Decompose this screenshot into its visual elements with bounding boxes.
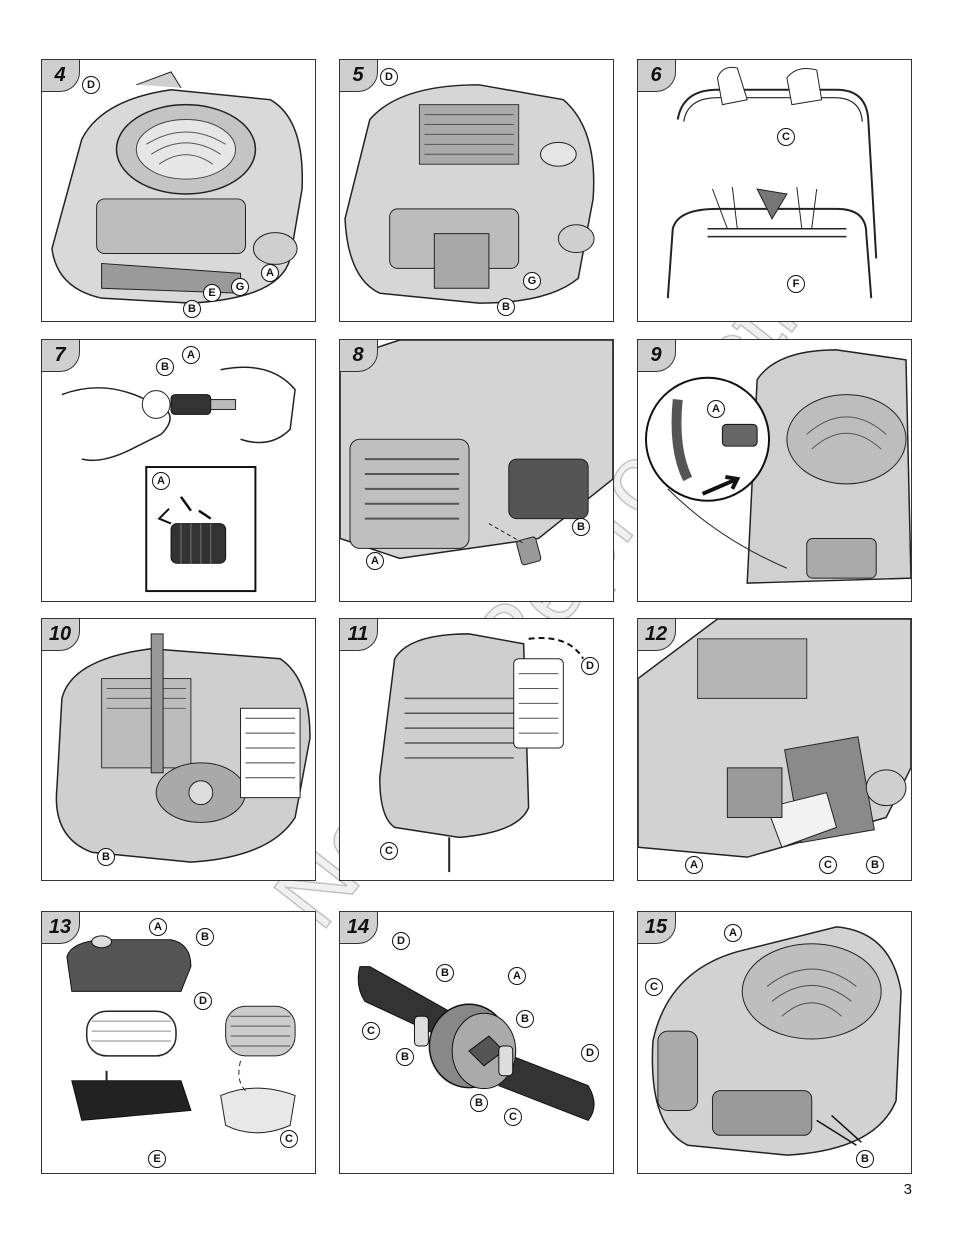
fuel-fitting-illustration <box>644 349 911 584</box>
callout-label: A <box>508 967 526 985</box>
callout-label: C <box>504 1108 522 1126</box>
muffler-illustration <box>340 340 613 566</box>
engine-illustration <box>51 71 304 304</box>
callout-label: B <box>497 298 515 316</box>
callout-label: B <box>436 964 454 982</box>
callout-label: D <box>581 657 599 675</box>
callout-label: C <box>645 978 663 996</box>
figure-number: 5 <box>340 60 378 92</box>
callout-label: B <box>156 358 174 376</box>
spark-plug-illustration <box>61 366 296 593</box>
page-number: 3 <box>903 1181 912 1198</box>
callout-label: B <box>572 518 590 536</box>
handle-illustration <box>666 66 878 299</box>
callout-label: D <box>392 932 410 950</box>
figure-9: 9 A <box>637 339 912 602</box>
callout-label: D <box>380 68 398 86</box>
callout-label: E <box>148 1150 166 1168</box>
air-filter-exploded-illustration <box>66 935 296 1134</box>
callout-label: B <box>856 1150 874 1168</box>
callout-label: B <box>470 1094 488 1112</box>
engine-underside-illustration <box>55 633 311 863</box>
figure-13: 13 A B D E C <box>41 911 316 1174</box>
callout-label: A <box>366 552 384 570</box>
figure-15: 15 A C B <box>637 911 912 1174</box>
callout-label: B <box>396 1048 414 1066</box>
callout-label: C <box>362 1022 380 1040</box>
callout-label: C <box>777 128 795 146</box>
engine-illustration <box>344 84 595 304</box>
callout-label: A <box>685 856 703 874</box>
figure-12: 12 A C B <box>637 618 912 881</box>
callout-label: B <box>196 928 214 946</box>
figure-10: 10 B <box>41 618 316 881</box>
callout-label: A <box>182 346 200 364</box>
callout-label: C <box>280 1130 298 1148</box>
callout-label: F <box>787 275 805 293</box>
callout-label: G <box>231 278 249 296</box>
callout-label: A <box>152 472 170 490</box>
callout-label: A <box>707 400 725 418</box>
figure-6: 6 C F <box>637 59 912 322</box>
callout-label: G <box>523 272 541 290</box>
callout-label: C <box>380 842 398 860</box>
figure-14: 14 D B A C B B B C D <box>339 911 614 1174</box>
callout-label: E <box>203 284 221 302</box>
callout-label: B <box>516 1010 534 1028</box>
figure-8: 8 B A <box>339 339 614 602</box>
callout-label: D <box>82 76 100 94</box>
callout-label: A <box>149 918 167 936</box>
figure-number: 14 <box>340 912 378 944</box>
callout-label: B <box>866 856 884 874</box>
figure-5: 5 D G B <box>339 59 614 322</box>
figure-7: 7 B A A <box>41 339 316 602</box>
callout-label: A <box>724 924 742 942</box>
engine-side-illustration <box>378 633 585 873</box>
callout-label: C <box>819 856 837 874</box>
figure-4: 4 D A G E B <box>41 59 316 322</box>
inline-filter-illustration <box>357 966 595 1121</box>
callout-label: B <box>97 848 115 866</box>
engine-cooling-illustration <box>651 926 902 1156</box>
callout-label: B <box>183 300 201 318</box>
air-filter-access-illustration <box>638 619 911 858</box>
callout-label: D <box>194 992 212 1010</box>
callout-label: D <box>581 1044 599 1062</box>
callout-label: A <box>261 264 279 282</box>
figure-11: 11 D C <box>339 618 614 881</box>
